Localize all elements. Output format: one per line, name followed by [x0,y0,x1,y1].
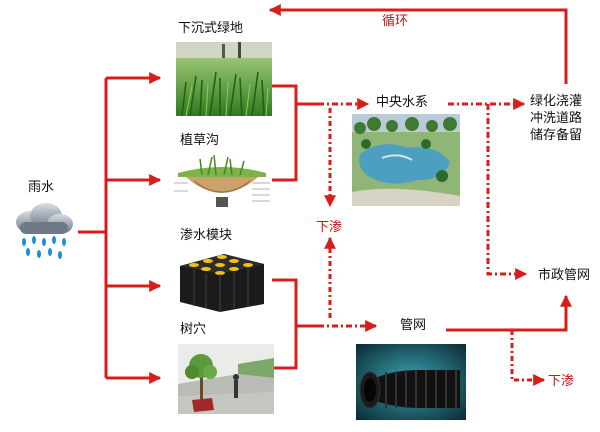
node-sunken-green-label: 下沉式绿地 [178,21,244,36]
node-tree-pit-label: 树穴 [180,322,207,337]
arrow-pipe-infiltrate [510,330,546,386]
collector-plant-ditch [272,104,298,182]
node-municipal-label: 市政管网 [538,268,591,283]
arrow-pipe-to-municipal-2 [500,294,572,332]
plant-ditch-image [172,153,272,211]
node-use-road-washing: 冲洗道路 [530,111,583,126]
node-use-storage: 储存备留 [530,128,583,143]
node-permeable-module-label: 渗水模块 [180,228,233,243]
arrow-central-to-municipal [486,104,528,280]
tree-pit-image [178,344,274,414]
node-rain-label: 雨水 [28,180,55,195]
arrow-recycle [268,3,568,84]
node-central-water-label: 中央水系 [376,95,429,110]
rain-cloud-icon [8,200,76,264]
edge-label-recycle: 循环 [382,14,409,29]
edge-label-infiltrate-bottom: 下渗 [548,374,575,389]
central-water-image [352,114,460,206]
node-use-irrigation: 绿化浇灌 [530,94,583,109]
collector-tree-pit [272,326,298,370]
node-pipe-network-label: 管网 [400,318,427,333]
collector-sunken-green [272,84,298,104]
collector-permeable-module [272,278,298,326]
pipe-network-image [356,344,466,420]
edge-label-infiltrate-mid: 下渗 [316,220,343,235]
permeable-module-image [176,248,268,314]
sunken-green-image [176,42,272,116]
node-plant-ditch-label: 植草沟 [180,133,220,148]
